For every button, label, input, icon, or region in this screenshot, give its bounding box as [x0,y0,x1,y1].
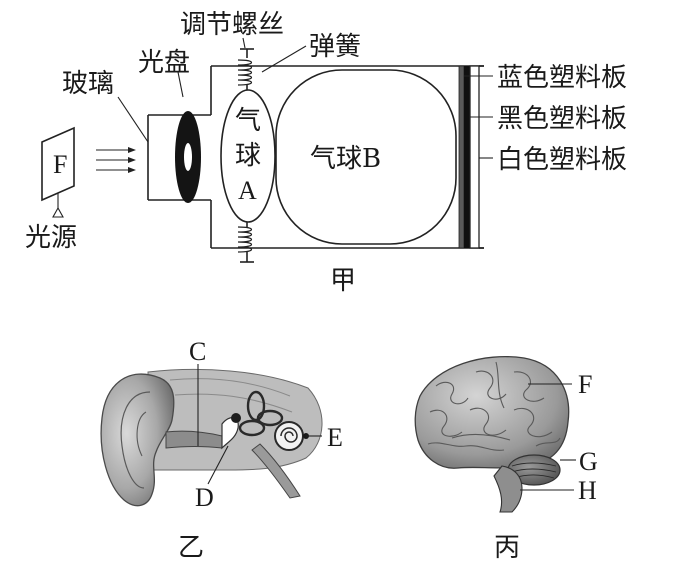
figure-b-ear: C D E 乙 [100,337,343,563]
label-balloon-b: 气球B [310,144,381,174]
label-white-plate: 白色塑料板 [497,145,627,175]
ear-marker-e: E [327,423,343,452]
top-spring [237,48,254,90]
bottom-spring [237,222,254,263]
brainstem [493,465,523,513]
ear-marker-d: D [195,483,214,512]
light-source-letter: F [53,150,67,179]
figure-b-caption: 乙 [178,533,204,563]
optical-disc [175,111,201,203]
ear-marker-c: C [189,337,206,366]
label-blue-plate: 蓝色塑料板 [497,63,627,93]
brain-marker-g: G [579,447,598,476]
figure-a-caption: 甲 [330,266,356,296]
balloon-a [220,89,276,223]
front-chamber [147,66,212,248]
label-disc: 光盘 [138,48,190,78]
plastic-plates [458,65,484,249]
balloon-b [275,69,457,245]
blue-plastic-plate [458,65,465,249]
label-balloon-a-2: 球 [235,141,261,171]
black-plastic-plate [464,66,470,248]
label-balloon-a-3: A [238,176,257,205]
label-glass: 玻璃 [62,69,114,99]
light-rays [96,147,136,173]
figure-a-apparatus: F 光源 [25,10,627,296]
figure-c-caption: 丙 [494,533,520,563]
white-plastic-plate [469,65,480,249]
brain-marker-h: H [578,476,597,505]
figure-c-brain: F G H 丙 [414,355,598,563]
light-source: F [41,126,75,218]
brain-marker-f: F [578,370,592,399]
label-black-plate: 黑色塑料板 [497,104,627,134]
label-balloon-a-1: 气 [235,106,261,136]
label-adjust-screw: 调节螺丝 [180,10,284,40]
label-spring: 弹簧 [309,32,361,62]
light-source-label: 光源 [25,223,77,253]
main-chamber [211,65,484,249]
